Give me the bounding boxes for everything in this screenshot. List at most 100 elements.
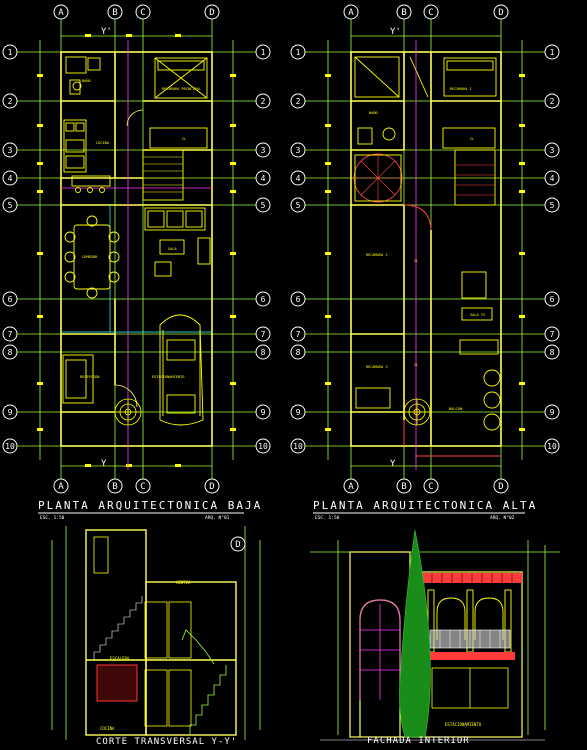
plan-high-section-mark-bottom: Y [390, 459, 396, 469]
plan-high-dimension-ticks [325, 74, 525, 431]
plan-high-label-bedroom1: RECAMARA 1 [450, 87, 472, 91]
plan-low-axis-grid [17, 19, 256, 479]
plan-low-axis-7-right: 7 [261, 330, 266, 339]
plan-low-label-cl: CL [182, 137, 186, 141]
plan-low-axis-a-bottom: A [58, 482, 64, 492]
plan-low-axis-6-left: 6 [8, 295, 13, 304]
plan-high-label-bedroom3: RECAMARA 3 [366, 365, 388, 369]
plan-low-label-kitchen: COCINA [96, 141, 110, 145]
plan-low-title: PLANTA ARQUITECTONICA BAJA [38, 499, 263, 512]
plan-low: A B C D A B C D 1 2 3 4 5 6 7 8 9 10 1 [2, 4, 271, 514]
facade-window-arch [359, 599, 401, 700]
facade-slab [427, 652, 515, 660]
plan-high-label-bath: BAÑO [369, 110, 378, 115]
facade-label-parking: ESTACIONAMIENTO [445, 722, 482, 727]
facade-roof-tiles [412, 573, 522, 583]
plan-low-cyan-lines [61, 205, 212, 333]
plan-low-axis-1-right: 1 [261, 48, 266, 57]
plan-low-axis-8-right: 8 [261, 348, 266, 357]
plan-low-label-living: SALA [168, 247, 177, 251]
section-label-cocina: COCINA [100, 726, 115, 731]
plan-high-code: ARQ. N°02 [490, 516, 515, 521]
plan-low-axis-b-bottom: B [112, 482, 117, 492]
plan-low-top-axis-bubbles [53, 4, 220, 20]
facade-title: FACHADA INTERIOR [367, 736, 470, 746]
plan-low-axis-d-bottom: D [209, 482, 214, 492]
plan-high-axis-4-right: 4 [550, 174, 555, 183]
plan-high-axis-a-bottom: A [348, 482, 354, 492]
plan-low-axis-4-right: 4 [261, 174, 266, 183]
plan-high: A B C D A B C D 1 2 3 4 5 6 7 8 9 10 1 [290, 4, 560, 514]
plan-low-axis-c-bottom: C [140, 482, 145, 492]
plan-low-axis-2-right: 2 [261, 97, 266, 106]
plan-low-axis-10-right: 10 [258, 442, 268, 451]
plan-high-axis-3-right: 3 [550, 146, 555, 155]
plan-high-scale: ESC. 1:50 [315, 516, 340, 521]
section-drawing: D AZOTEA ESCALERA COCINA [51, 526, 261, 740]
section-walls [85, 529, 237, 736]
plan-low-axis-5-right: 5 [261, 201, 266, 210]
section-title: CORTE TRANSVERSAL Y-Y' [96, 737, 238, 747]
plan-high-axis-10-left: 10 [293, 442, 303, 451]
plan-low-axis-10-left: 10 [5, 442, 15, 451]
plan-low-axis-6-right: 6 [261, 295, 266, 304]
plan-high-red-railing [403, 204, 501, 457]
plan-low-axis-a-top: A [58, 8, 64, 18]
plan-high-axis-c-bottom: C [428, 482, 433, 492]
plan-high-top-axis-bubbles [343, 4, 509, 494]
plan-high-spiral-stair-steps [354, 154, 495, 202]
plan-high-axis-10-right: 10 [547, 442, 557, 451]
plan-high-axis-4-left: 4 [296, 174, 301, 183]
plan-high-axis-2-left: 2 [296, 97, 301, 106]
plan-high-side-axis-bubbles [290, 44, 560, 454]
plan-high-axis-d-bottom: D [498, 482, 503, 492]
plan-low-axis-3-right: 3 [261, 146, 266, 155]
plan-low-dimension-ticks [37, 34, 236, 467]
plan-high-plant-icon [403, 398, 431, 426]
plan-low-label-bedroom: RECAMARA PRINCIPAL [162, 87, 201, 91]
section-stair-upper [93, 596, 143, 660]
plan-high-section-mark-top: Y' [390, 27, 401, 37]
plan-high-axis-9-right: 9 [550, 408, 555, 417]
plan-high-axis-a-top: A [348, 8, 354, 18]
plan-high-axis-3-left: 3 [296, 146, 301, 155]
plan-low-axis-b-top: B [112, 8, 117, 18]
plan-high-axis-b-bottom: B [401, 482, 406, 492]
plan-low-side-axis-bubbles [2, 44, 271, 454]
section-red-opening [96, 664, 138, 702]
plan-high-axis-6-right: 6 [550, 295, 555, 304]
section-grid [51, 526, 261, 740]
plan-high-label-cl2: CL [414, 259, 418, 263]
plan-low-door-swings [114, 109, 144, 408]
plan-high-axis-9-left: 9 [296, 408, 301, 417]
plan-low-section-mark-top: Y' [101, 27, 112, 37]
plan-low-plant-icon [114, 398, 142, 426]
plan-high-axis-b-top: B [401, 8, 406, 18]
section-axis-letter: D [235, 540, 240, 550]
plan-low-axis-8-left: 8 [8, 348, 13, 357]
section-axis-bubble [230, 536, 246, 552]
plan-low-axis-9-left: 9 [8, 408, 13, 417]
plan-low-furniture [62, 56, 211, 426]
section-label-azotea: AZOTEA [176, 580, 191, 585]
section-doors [93, 536, 192, 727]
plan-low-axis-9-right: 9 [261, 408, 266, 417]
plan-low-label-bath: BAÑO [82, 78, 91, 83]
plan-high-axis-c-top: C [428, 8, 433, 18]
plan-high-axis-7-right: 7 [550, 330, 555, 339]
plan-high-axis-8-left: 8 [296, 348, 301, 357]
plan-high-walls [350, 51, 502, 447]
plan-low-axis-c-top: C [140, 8, 145, 18]
plan-low-axis-1-left: 1 [8, 48, 13, 57]
plan-high-axis-5-left: 5 [296, 201, 301, 210]
plan-high-axis-1-left: 1 [296, 48, 301, 57]
plan-low-stair-treads [143, 156, 183, 193]
plan-low-section-mark-bottom: Y [101, 459, 107, 469]
facade-drawing: ESTACIONAMIENTO [310, 529, 560, 741]
plan-high-axis-8-right: 8 [550, 348, 555, 357]
plan-low-bottom-axis-bubbles [53, 478, 220, 494]
plan-low-label-dining: COMEDOR [82, 255, 98, 259]
section-stair-railing [181, 629, 227, 735]
section-label-escalera: ESCALERA [110, 656, 130, 661]
